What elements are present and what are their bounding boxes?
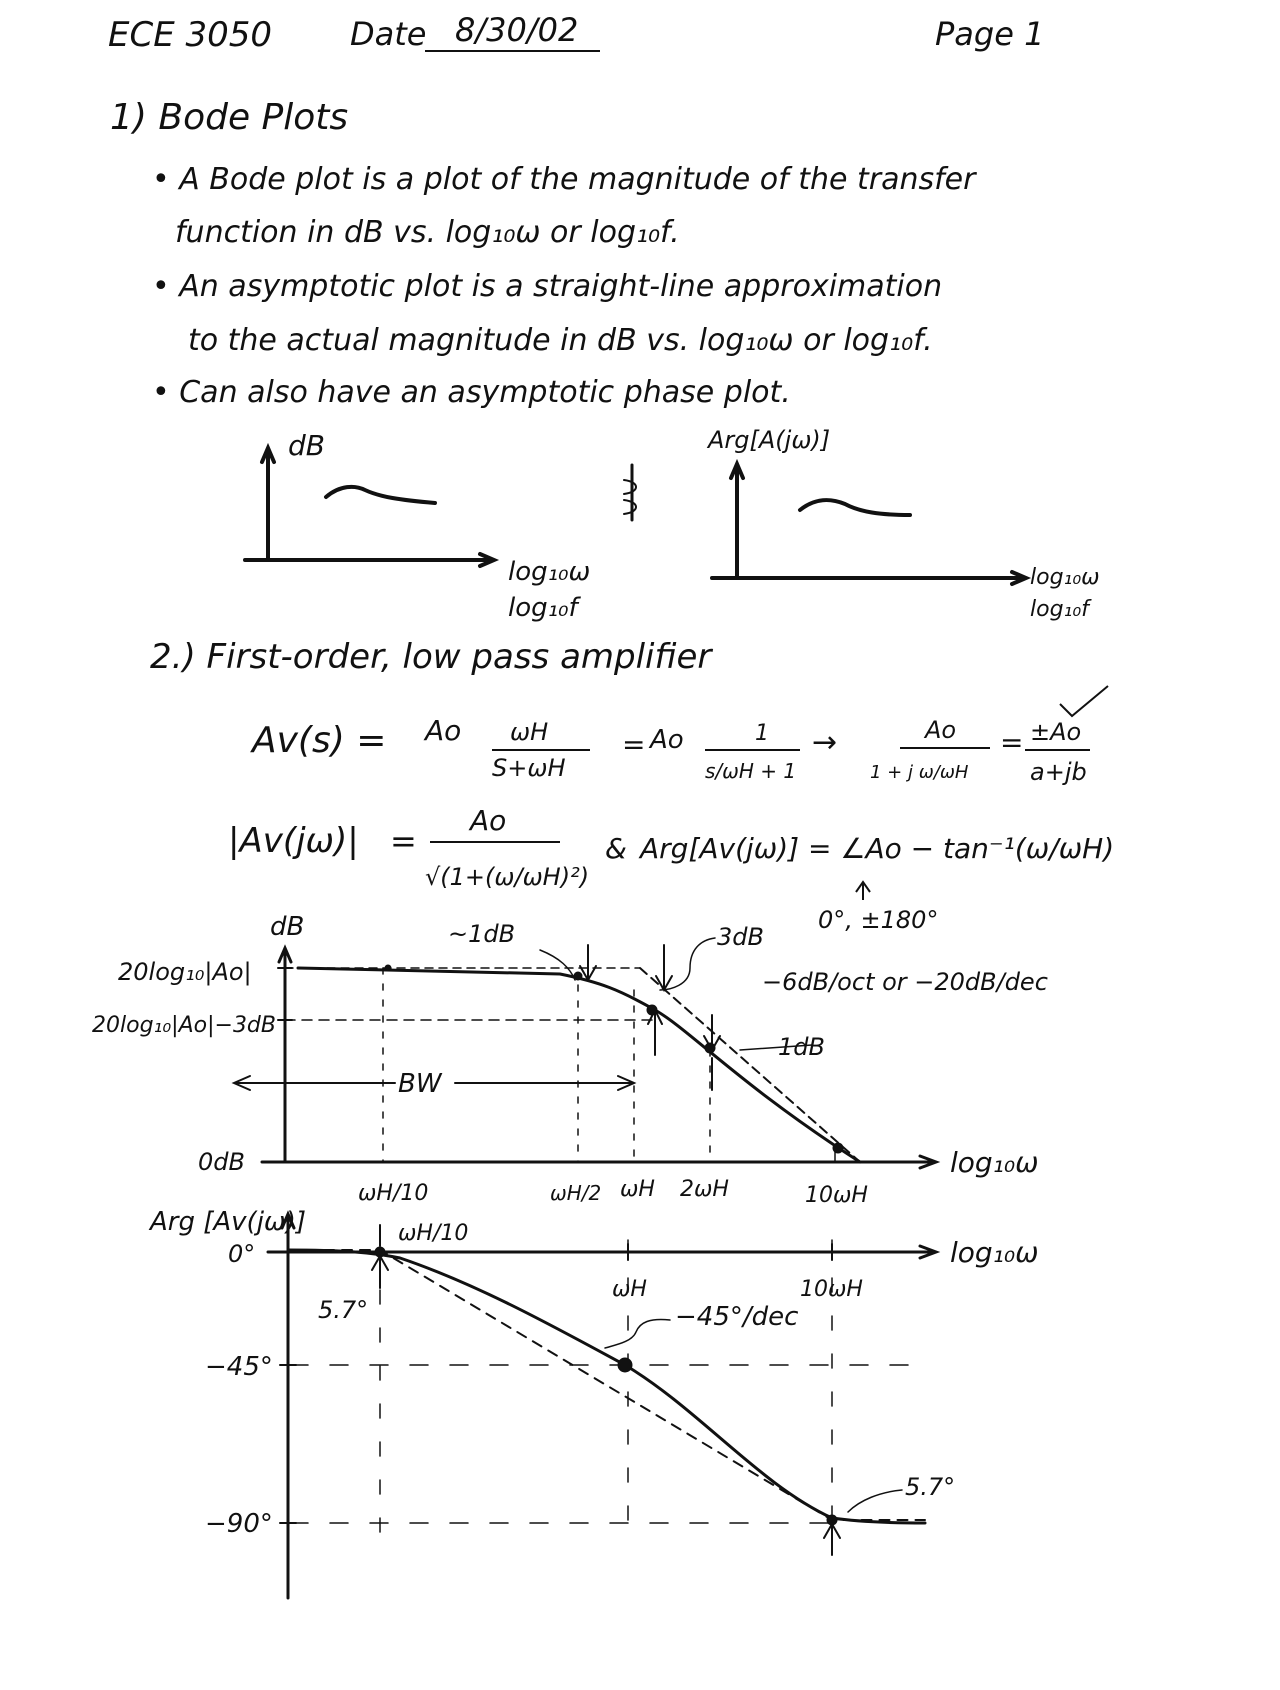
sketch2-ylabel: Arg[A(jω)] [706, 426, 830, 454]
eq1-a0b: Ao [648, 725, 684, 755]
eq1-num4: ±Ao [1030, 718, 1081, 746]
eq1-lhs: Av(s) = [250, 720, 386, 761]
mag-ylabel: dB [270, 912, 304, 942]
mag-xtick-2: ωH/2 [550, 1181, 601, 1205]
eq1-den3: 1 + j ω/ωH [870, 762, 969, 783]
sketch1-ylabel: dB [288, 429, 325, 462]
mag-ann-1db: ~1dB [448, 920, 515, 948]
mag-ann-bw: BW [398, 1069, 443, 1099]
bullet-line-1: • A Bode plot is a plot of the magnitude… [152, 162, 976, 197]
eq2-note: 0°, ±180° [818, 906, 938, 934]
phase-ytick-45: −45° [205, 1352, 273, 1382]
phase-curve [286, 1248, 927, 1525]
phase-xtick-2: ωH [612, 1277, 647, 1302]
mag-curve [296, 966, 862, 1164]
eq1-a0: Ao [423, 714, 461, 747]
eq2-arg: Arg[Av(jω)] = ∠Ao − tan⁻¹(ω/ωH) [638, 832, 1114, 865]
mag-xlabel: log₁₀ω [950, 1146, 1039, 1179]
sketch1-y-arrow [260, 442, 276, 464]
eq1-eq: = [622, 728, 645, 761]
page-number: Page 1 [935, 15, 1045, 53]
mag-y-arrow [277, 944, 293, 964]
phase-ann-left: 5.7° [318, 1296, 368, 1324]
bullet-line-2: function in dB vs. log₁₀ω or log₁₀f. [175, 215, 680, 250]
mag-ytick-top: 20log₁₀|Ao| [118, 958, 252, 986]
bullet-line-5: • Can also have an asymptotic phase plot… [152, 375, 791, 410]
eq1-num: ωH [510, 718, 548, 746]
bullet-line-4: to the actual magnitude in dB vs. log₁₀ω… [188, 323, 933, 358]
sketch1-x-arrow [478, 552, 500, 568]
sketch2-x-arrow [1010, 570, 1032, 586]
sketch2-xlabel-1: log₁₀ω [1030, 565, 1100, 590]
phase-x-arrow [918, 1244, 941, 1260]
mag-x-arrow [918, 1154, 941, 1170]
phase-y-arrow [280, 1210, 296, 1230]
eq1-den: S+ωH [492, 754, 566, 782]
sketch2-curve [798, 498, 912, 517]
eq1-num3: Ao [923, 716, 956, 744]
eq2-eq: = [390, 822, 417, 860]
phase-ylabel: Arg [Av(jω)] [148, 1207, 306, 1237]
phase-ann-right: 5.7° [905, 1473, 955, 1501]
mag-xtick-4: 2ωH [680, 1177, 729, 1202]
mag-xtick-5: 10ωH [805, 1183, 868, 1208]
eq1-den2: s/ωH + 1 [705, 759, 796, 783]
eq1-arrow: → [812, 725, 837, 760]
phase-xlabel: log₁₀ω [950, 1236, 1039, 1269]
eq2-lhs: |Av(jω)| [228, 821, 359, 861]
sketch1-xlabel-2: log₁₀f [508, 593, 581, 623]
eq1-num2: 1 [755, 721, 769, 746]
phase-xtick-3: 10ωH [800, 1277, 863, 1302]
phase-ann-slope: −45°/dec [675, 1302, 798, 1332]
sketch1-curve [324, 484, 437, 505]
eq2-amp: & [605, 832, 627, 865]
bullet-line-3: • An asymptotic plot is a straight-line … [152, 269, 943, 304]
date-underline [425, 50, 600, 52]
mag-xtick-1: ωH/10 [358, 1181, 428, 1206]
mag-xtick-3: ωH [620, 1177, 655, 1202]
sketch1-xlabel-1: log₁₀ω [508, 557, 590, 587]
section1-title: 1) Bode Plots [110, 97, 349, 138]
course-title: ECE 3050 [108, 15, 273, 55]
mag-ytick-0db: 0dB [198, 1148, 245, 1176]
eq1-eq3: = [1000, 726, 1023, 759]
eq2-num: Ao [468, 804, 506, 837]
phase-xtick-1: ωH/10 [398, 1221, 468, 1246]
mag-ann-3db: 3dB [717, 923, 764, 951]
phase-ytick-0: 0° [228, 1240, 255, 1268]
section2-title: 2.) First-order, low pass amplifier [150, 637, 712, 677]
date-label: Date [350, 15, 427, 53]
eq1-den4: a+jb [1030, 758, 1087, 786]
mag-ann-1db-b: 1dB [778, 1033, 825, 1061]
date-value: 8/30/02 [455, 11, 579, 49]
eq2-den: √(1+(ω/ωH)²) [425, 863, 589, 891]
mag-ann-slope: −6dB/oct or −20dB/dec [762, 968, 1048, 996]
sketch2-xlabel-2: log₁₀f [1030, 597, 1092, 622]
sketch2-y-arrow [729, 458, 745, 480]
mag-ytick-3db: 20log₁₀|Ao|−3dB [92, 1013, 276, 1038]
phase-ytick-90: −90° [205, 1509, 273, 1539]
